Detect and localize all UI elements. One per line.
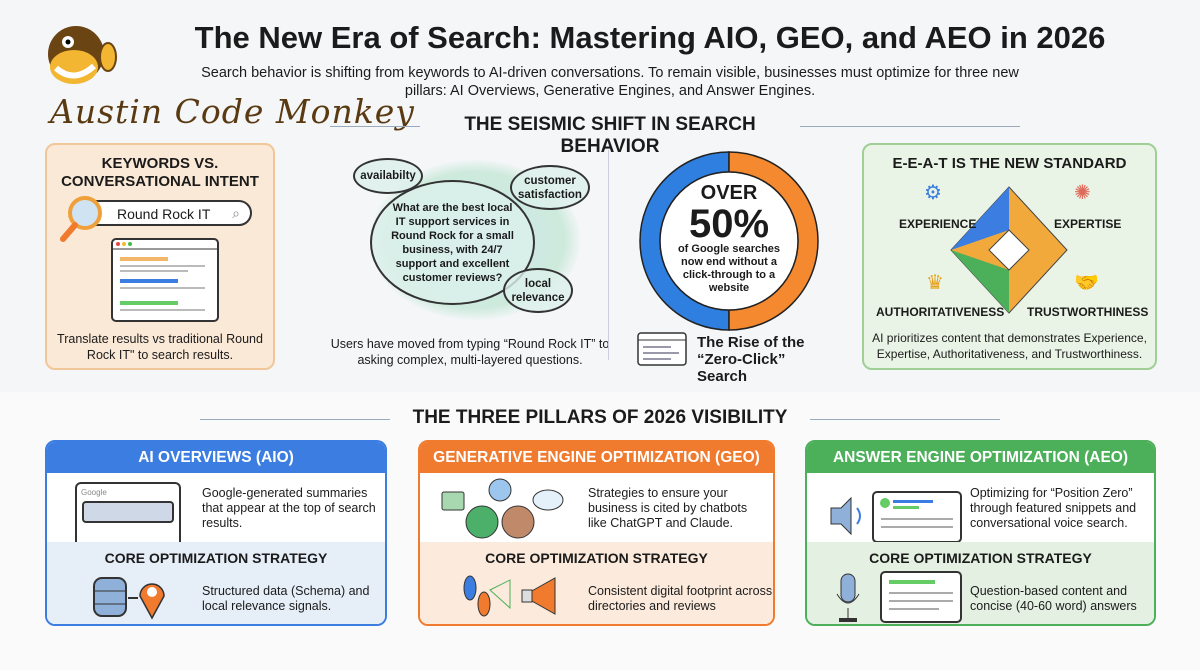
eeat-authoritativeness: AUTHORITATIVENESS <box>876 305 1005 319</box>
divider <box>330 126 420 127</box>
ai-overview-box <box>82 501 174 523</box>
search-input[interactable]: Round Rock IT ⌕ <box>77 200 252 226</box>
core-strategy-panel: CORE OPTIMIZATION STRATEGY Question-base… <box>807 542 1154 624</box>
zero-click-donut <box>639 151 819 331</box>
browser-icon <box>637 332 687 366</box>
divider <box>200 419 390 420</box>
pillar-title: ANSWER ENGINE OPTIMIZATION (AEO) <box>807 442 1154 473</box>
logo-text: Austin Code Monkey <box>50 92 415 131</box>
stat-value: 50% <box>688 202 770 246</box>
core-strategy-text: Structured data (Schema) and local relev… <box>202 584 370 613</box>
core-strategy-text: Consistent digital footprint across dire… <box>588 584 773 613</box>
zero-click-label: The Rise of the “Zero-Click” Search <box>697 334 805 385</box>
pillar-aeo: ANSWER ENGINE OPTIMIZATION (AEO) Optimiz… <box>805 440 1156 626</box>
speaker-snippet-icon <box>830 491 962 543</box>
page-subtitle: Search behavior is shifting from keyword… <box>201 65 1019 99</box>
core-strategy-text: Question-based content and concise (40-6… <box>970 584 1137 613</box>
bubble-local-relevance: local relevance <box>503 268 573 313</box>
core-label: CORE OPTIMIZATION STRATEGY <box>485 550 708 566</box>
divider <box>810 419 1000 420</box>
pillar-aio: AI OVERVIEWS (AIO) Google Google-generat… <box>45 440 387 626</box>
zero-click-stat: OVER 50% of Google searches now end with… <box>668 182 790 295</box>
core-label: CORE OPTIMIZATION STRATEGY <box>869 550 1092 566</box>
magnifier-icon <box>60 196 102 242</box>
conversation-caption: Users have moved from typing “Round Rock… <box>330 337 610 367</box>
gear-icon: ⚙ <box>924 182 942 204</box>
google-mock-icon: Google <box>75 482 181 542</box>
eeat-diamond-icon <box>950 186 1068 314</box>
search-value: Round Rock IT <box>117 206 211 222</box>
eeat-expertise: EXPERTISE <box>1054 217 1122 231</box>
pillar-geo: GENERATIVE ENGINE OPTIMIZATION (GEO) Str… <box>418 440 775 626</box>
divider <box>608 150 609 360</box>
pillar-description: Optimizing for “Position Zero” through f… <box>970 486 1137 530</box>
keywords-card: KEYWORDS VS. CONVERSATIONAL INTENT Round… <box>45 143 275 370</box>
browser-results-icon <box>111 238 219 322</box>
keywords-card-title: KEYWORDS VS. CONVERSATIONAL INTENT <box>61 155 259 190</box>
chatbot-cycle-icon <box>441 478 564 539</box>
divider <box>800 126 1020 127</box>
core-strategy-panel: CORE OPTIMIZATION STRATEGY Structured da… <box>47 542 385 624</box>
stat-text: of Google searches now end without a cli… <box>677 243 781 294</box>
main-question-bubble: What are the best local IT support servi… <box>370 180 535 305</box>
handshake-icon: 🤝 <box>1074 272 1099 294</box>
page-title: The New Era of Search: Mastering AIO, GE… <box>194 20 1106 55</box>
conversation-illustration: What are the best local IT support servi… <box>340 140 600 330</box>
footsteps-megaphone-icon <box>463 575 556 617</box>
eeat-experience: EXPERIENCE <box>899 217 977 231</box>
google-mock-brand: Google <box>81 488 107 497</box>
bubble-availability: availabilty <box>353 158 423 194</box>
section-heading-pillars: THE THREE PILLARS OF 2026 VISIBILITY <box>412 407 788 428</box>
eeat-caption: AI prioritizes content that demonstrates… <box>872 331 1147 361</box>
brain-icon: ✺ <box>1074 182 1091 204</box>
bubble-customer-satisfaction: customer satisfaction <box>510 165 590 210</box>
eeat-card: E-E-A-T IS THE NEW STANDARD ⚙ ✺ ♛ 🤝 EXPE… <box>862 143 1157 370</box>
keywords-card-caption: Translate results vs traditional Round R… <box>57 332 263 362</box>
core-label: CORE OPTIMIZATION STRATEGY <box>104 550 328 566</box>
pillar-title: AI OVERVIEWS (AIO) <box>47 442 385 473</box>
eeat-trustworthiness: TRUSTWORTHINESS <box>1027 305 1149 319</box>
database-location-icon <box>93 577 165 620</box>
section-heading-shift: THE SEISMIC SHIFT IN SEARCH BEHAVIOR <box>464 114 756 157</box>
pillar-title: GENERATIVE ENGINE OPTIMIZATION (GEO) <box>420 442 773 473</box>
search-icon: ⌕ <box>232 205 240 221</box>
microphone-answer-icon <box>836 571 962 623</box>
eeat-title: E-E-A-T IS THE NEW STANDARD <box>892 155 1127 172</box>
pillar-description: Google-generated summaries that appear a… <box>202 486 376 530</box>
pillar-description: Strategies to ensure your business is ci… <box>588 486 748 530</box>
monkey-logo-icon <box>48 26 117 84</box>
crown-icon: ♛ <box>926 272 944 294</box>
core-strategy-panel: CORE OPTIMIZATION STRATEGY Consistent di… <box>420 542 773 624</box>
stat-over: OVER <box>700 182 758 204</box>
